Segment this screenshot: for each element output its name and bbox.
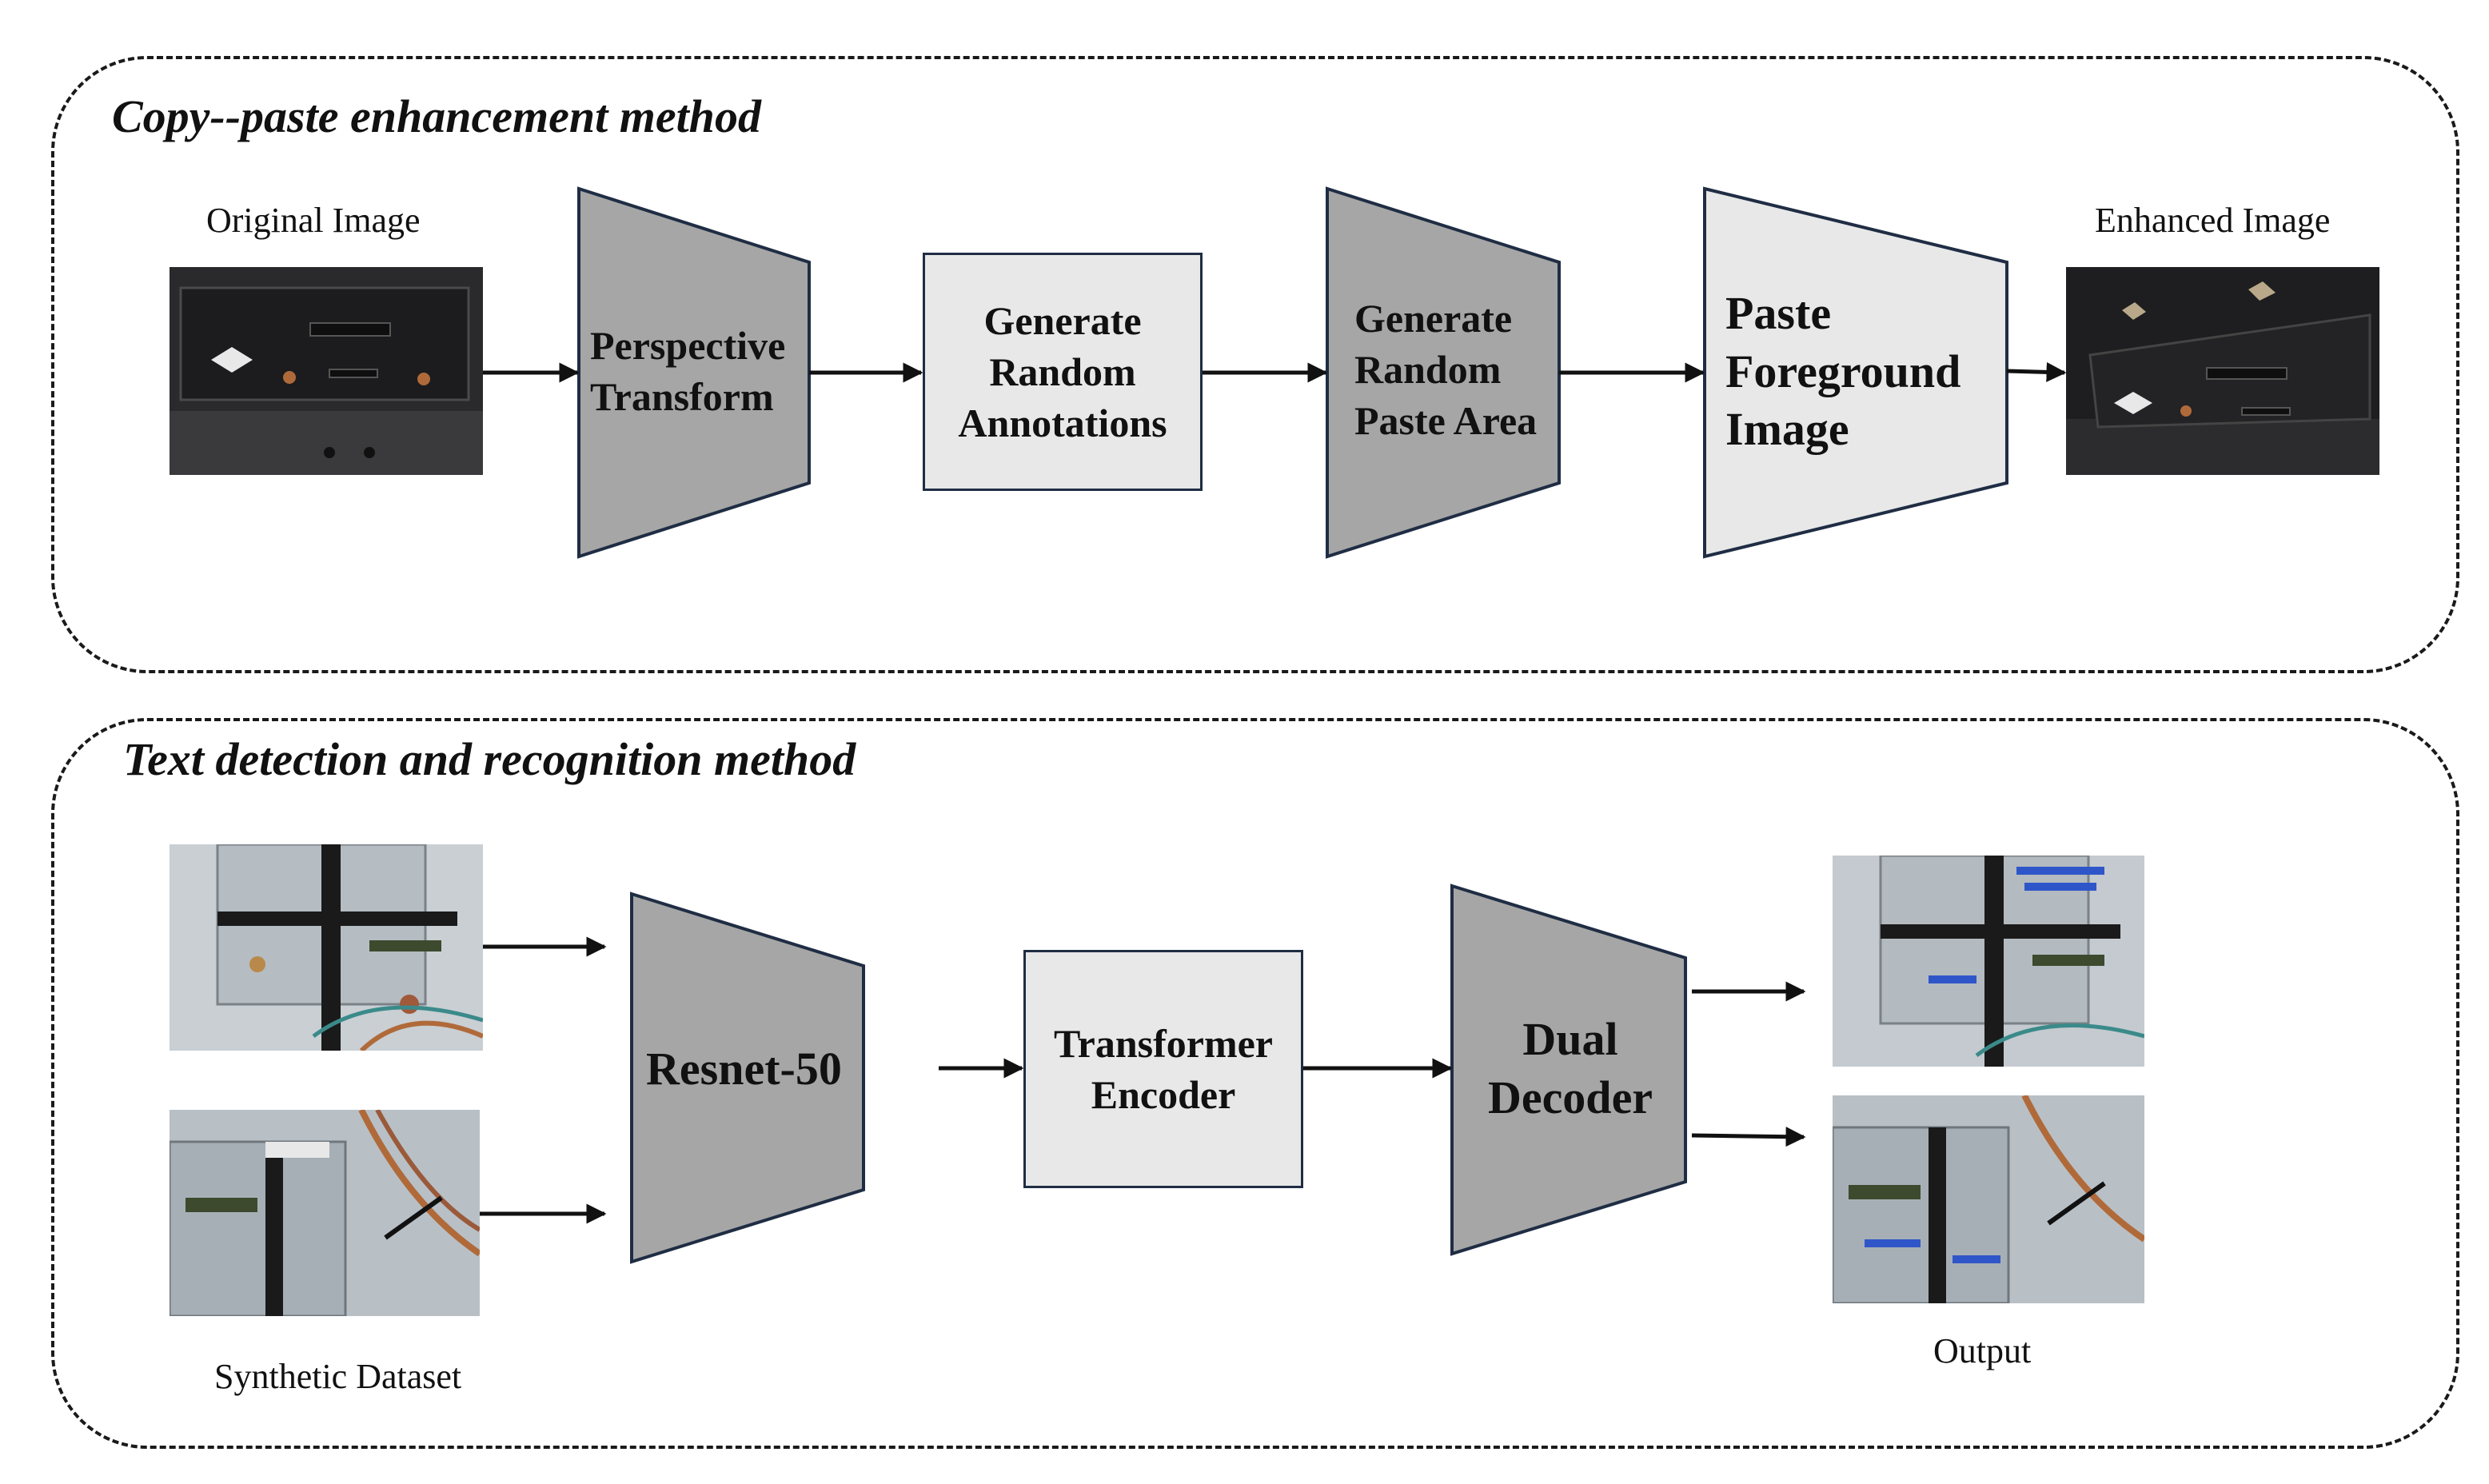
transformer-encoder-label: Transformer Encoder bbox=[1054, 1021, 1273, 1117]
copy-paste-panel bbox=[51, 56, 2459, 673]
synthetic-dataset-caption: Synthetic Dataset bbox=[214, 1357, 462, 1396]
enhanced-image-caption: Enhanced Image bbox=[2095, 201, 2331, 240]
synthetic-image-2 bbox=[170, 1110, 480, 1316]
transformer-encoder-block: Transformer Encoder bbox=[1023, 950, 1303, 1188]
original-image bbox=[170, 267, 483, 475]
paste-foreground-image-label: Paste Foreground Image bbox=[1725, 287, 1961, 455]
enhanced-image bbox=[2066, 267, 2379, 475]
output-image-1 bbox=[1833, 856, 2144, 1067]
perspective-transform-label: Perspective Transform bbox=[590, 323, 786, 419]
generate-random-paste-area-label: Generate Random Paste Area bbox=[1354, 296, 1538, 443]
synthetic-image-1 bbox=[170, 844, 483, 1051]
dual-decoder-label: Dual Decoder bbox=[1487, 1013, 1653, 1123]
text-detection-section-title: Text detection and recognition method bbox=[123, 733, 856, 785]
output-image-2 bbox=[1833, 1095, 2144, 1303]
resnet50-label: Resnet-50 bbox=[646, 1043, 842, 1095]
generate-random-annotations-block: Generate Random Annotations bbox=[923, 253, 1203, 491]
output-caption: Output bbox=[1933, 1331, 2032, 1370]
generate-random-annotations-label: Generate Random Annotations bbox=[958, 298, 1167, 445]
original-image-caption: Original Image bbox=[206, 201, 421, 240]
copy-paste-section-title: Copy--paste enhancement method bbox=[112, 90, 761, 142]
text-detection-panel bbox=[51, 718, 2459, 1449]
